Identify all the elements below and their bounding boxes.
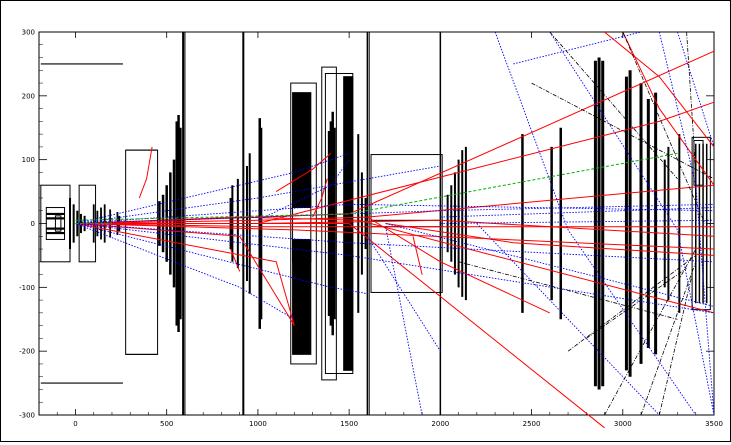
- magnet2-yoke-bottom: [292, 238, 312, 355]
- neutral-track: [476, 223, 660, 416]
- x-tick-label: 500: [160, 420, 173, 428]
- photon-track: [75, 152, 678, 221]
- neutral-track: [513, 31, 642, 65]
- y-tick-label: -100: [19, 284, 35, 292]
- neutral-track: [367, 236, 441, 352]
- neutral-track: [75, 165, 441, 224]
- neutral-hadron-track: [549, 31, 678, 180]
- charged-track: [312, 178, 328, 218]
- y-tick-label: 100: [22, 156, 35, 164]
- x-tick-label: 2500: [523, 420, 541, 428]
- x-tick-label: 3000: [614, 420, 632, 428]
- charged-track: [75, 223, 715, 250]
- neutral-track: [658, 31, 715, 416]
- y-tick-label: 300: [22, 29, 35, 37]
- target-core: [54, 215, 62, 232]
- neutral-track: [257, 159, 350, 221]
- x-tick-label: 3500: [705, 420, 723, 428]
- neutral-track: [385, 226, 423, 416]
- charged-track: [275, 152, 332, 193]
- particle-tracks: [75, 31, 715, 429]
- charged-track: [385, 223, 715, 256]
- calorimeter-box: [370, 154, 443, 293]
- target-inner-box: [45, 207, 66, 240]
- neutral-hadron-track: [622, 31, 706, 224]
- neutral-track: [677, 31, 715, 148]
- x-tick-label: 2000: [431, 420, 449, 428]
- y-tick-label: -300: [19, 412, 35, 420]
- charged-track: [412, 236, 423, 275]
- neutral-track: [494, 31, 697, 416]
- charged-track: [367, 216, 551, 314]
- neutral-track: [549, 31, 715, 416]
- neutral-hadron-track: [658, 274, 693, 416]
- neutral-track: [440, 219, 715, 224]
- neutral-track: [75, 203, 715, 224]
- neutral-hadron-track: [458, 261, 678, 320]
- charged-track: [75, 223, 295, 326]
- neutral-track: [75, 223, 368, 295]
- x-tick-label: 1500: [340, 420, 358, 428]
- magnet-frame: [125, 149, 159, 355]
- charged-track: [604, 31, 715, 148]
- neutral-hadron-track: [567, 255, 697, 352]
- y-tick-label: 200: [22, 92, 35, 100]
- charged-track: [75, 223, 714, 228]
- neutral-hadron-track: [640, 261, 697, 416]
- y-tick-label: -200: [19, 348, 35, 356]
- x-tick-label: 0: [73, 420, 77, 428]
- charged-track: [75, 223, 605, 429]
- neutral-hadron-track: [586, 267, 687, 339]
- neutral-track: [440, 207, 715, 218]
- neutral-hadron-track: [686, 31, 697, 173]
- charged-track: [622, 31, 715, 186]
- neutral-hadron-track: [604, 248, 697, 416]
- charged-track: [230, 248, 241, 272]
- neutral-track: [75, 223, 715, 263]
- neutral-track: [385, 223, 715, 307]
- neutral-hadron-track: [531, 82, 715, 180]
- y-tick-label: 0: [31, 220, 35, 228]
- x-tick-label: 1000: [249, 420, 267, 428]
- charged-track: [138, 146, 153, 199]
